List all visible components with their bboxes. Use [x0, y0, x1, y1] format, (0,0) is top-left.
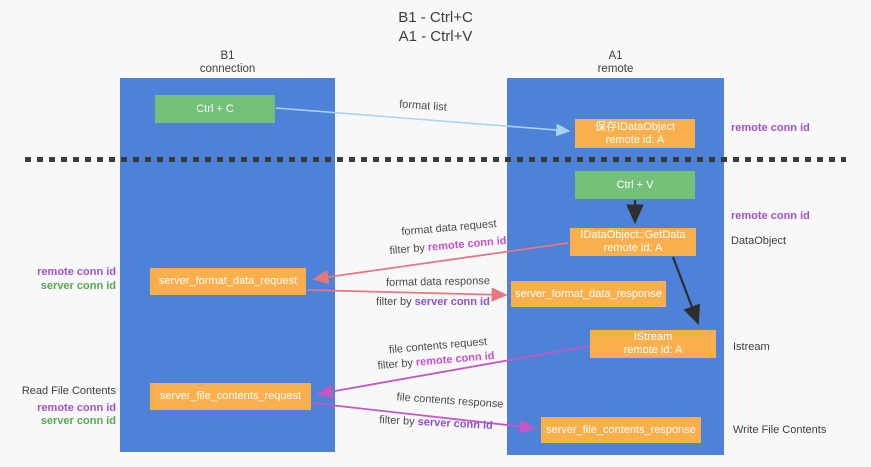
arrow-format-data-response	[306, 287, 508, 302]
node-server-format-data-request-label: server_format_data_request	[158, 275, 298, 287]
node-ctrl-c-label: Ctrl + C	[196, 102, 234, 115]
node-server-format-data-response: server_format_data_response	[511, 281, 666, 307]
node-getdata-line1: IDataObject::GetData	[580, 229, 686, 241]
left-server-conn-id-mid: server conn id	[40, 280, 116, 292]
filter-server-conn-id: server conn id	[414, 296, 490, 308]
right-write-file-contents-label: Write File Contents	[733, 424, 827, 436]
node-server-file-contents-request: server_file_contents_request	[150, 383, 311, 410]
left-remote-conn-id-mid: remote conn id	[37, 266, 116, 278]
node-ctrl-v-label: Ctrl + V	[616, 178, 654, 191]
node-server-file-contents-response-label: server_file_contents_response	[546, 423, 696, 436]
node-istream-line1: IStream	[633, 331, 673, 343]
node-server-format-data-request: server_format_data_request	[150, 268, 306, 295]
diagram-title: B1 - Ctrl+C A1 - Ctrl+V	[0, 8, 871, 46]
left-remote-conn-id-bottom: remote conn id	[37, 402, 116, 414]
filter-by-text: filter by	[376, 296, 412, 308]
lane-a1-name: A1	[608, 50, 623, 62]
left-server-conn-id-bottom: server conn id	[40, 415, 116, 427]
node-istream: IStream remote id: A	[590, 330, 716, 358]
lane-b1-name: B1	[220, 50, 235, 62]
left-read-file-contents-label: Read File Contents	[21, 385, 116, 397]
lane-b1-role: connection	[199, 63, 256, 75]
node-server-format-data-response-label: server_format_data_response	[515, 287, 662, 300]
arrow-format-data-request	[312, 242, 569, 285]
node-save-dataobject: 保存IDataObject remote id: A	[575, 119, 695, 148]
label-format-data-response: format data response	[385, 275, 491, 289]
right-istream-label: Istream	[733, 341, 770, 353]
arrow-file-contents-request	[316, 345, 590, 399]
arrow-format-list	[275, 107, 571, 137]
node-server-file-contents-request-label: server_file_contents_request	[159, 390, 302, 402]
filter-by-text: filter by	[378, 414, 415, 428]
dashed-divider	[25, 157, 846, 162]
node-ctrl-c: Ctrl + C	[155, 95, 275, 123]
node-save-dataobject-line1: 保存IDataObject	[594, 120, 676, 133]
lane-header-b1: B1 connection	[120, 50, 335, 76]
title-line-1: B1 - Ctrl+C	[398, 9, 473, 26]
node-ctrl-v: Ctrl + V	[575, 171, 695, 199]
arrow-file-contents-response	[311, 402, 536, 434]
right-dataobject-label: DataObject	[731, 235, 787, 247]
node-getdata: IDataObject::GetData remote id: A	[570, 228, 696, 256]
node-getdata-line2: remote id: A	[603, 242, 663, 254]
node-istream-line2: remote id: A	[623, 344, 683, 356]
right-remote-conn-id-mid: remote conn id	[731, 210, 810, 222]
lane-a1-role: remote	[597, 63, 634, 75]
title-line-2: A1 - Ctrl+V	[398, 28, 473, 45]
node-server-file-contents-response: server_file_contents_response	[541, 417, 701, 443]
arrow-getdata-to-istream	[671, 256, 700, 326]
node-save-dataobject-line2: remote id: A	[605, 133, 665, 146]
lane-header-a1: A1 remote	[507, 50, 724, 76]
right-remote-conn-id-top: remote conn id	[731, 122, 810, 134]
